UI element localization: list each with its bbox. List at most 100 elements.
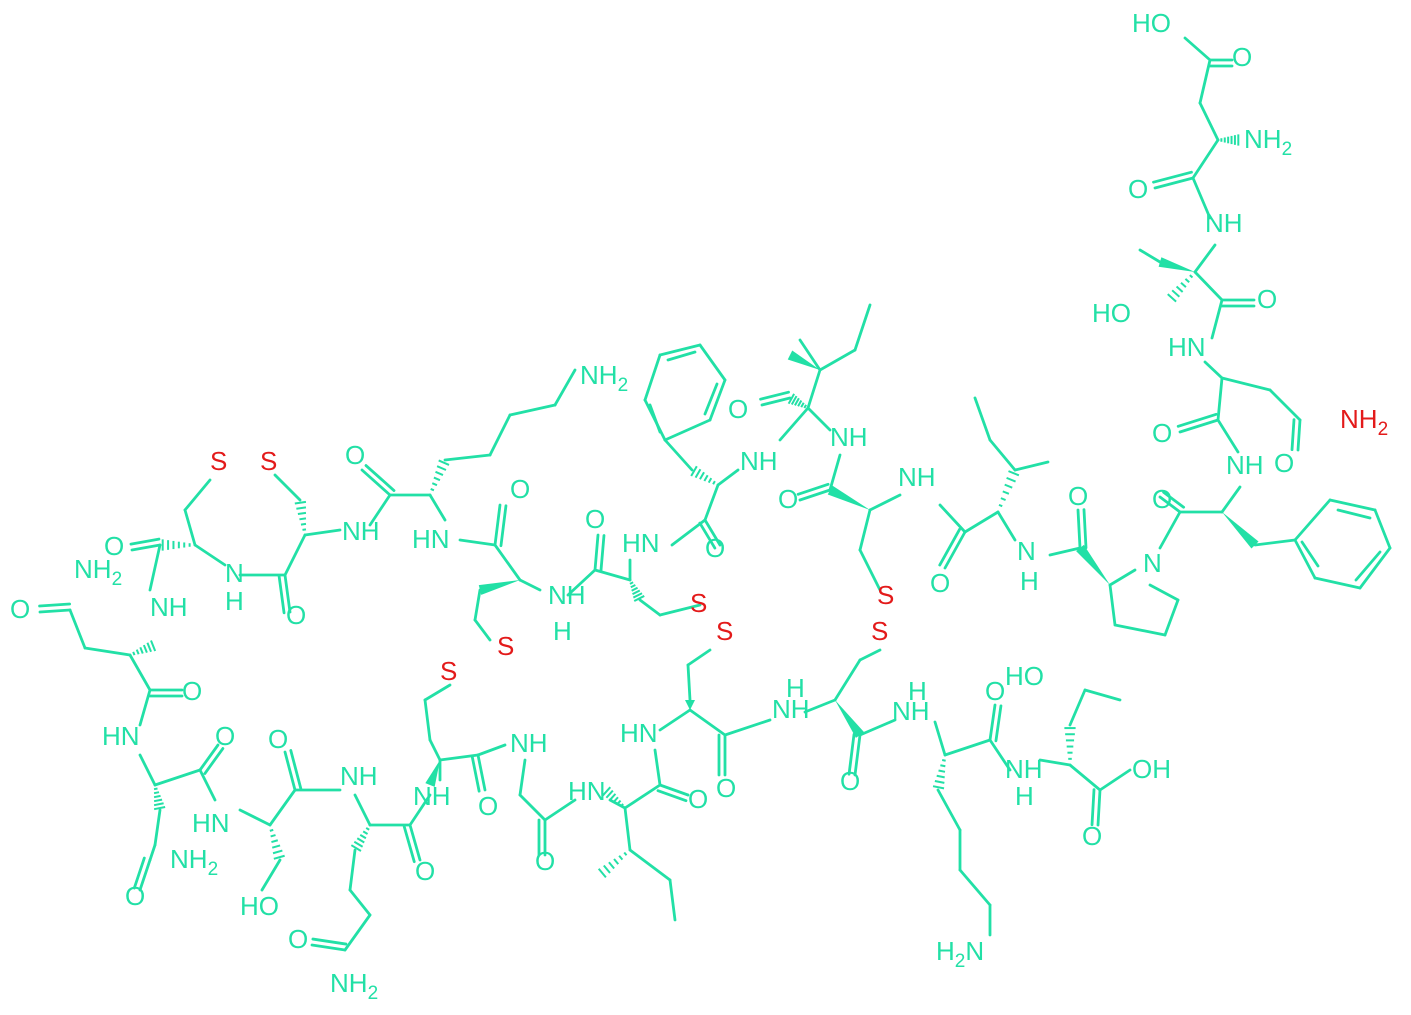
bond xyxy=(203,747,225,775)
bond xyxy=(723,718,772,737)
bond xyxy=(130,543,162,552)
bond xyxy=(408,793,432,827)
bond xyxy=(268,788,297,827)
atom-label-o: O xyxy=(478,791,498,821)
bond xyxy=(423,698,432,742)
hashed-bond xyxy=(362,830,369,835)
hashed-bond xyxy=(270,834,276,838)
bond xyxy=(868,493,902,512)
atom-label-o: O xyxy=(705,533,725,563)
wedge-bond xyxy=(1222,512,1259,549)
bond xyxy=(138,753,157,787)
bond xyxy=(1328,498,1377,512)
bond xyxy=(653,748,662,787)
hashed-bond xyxy=(941,759,946,762)
bond xyxy=(508,403,557,417)
bond xyxy=(364,464,396,492)
bond xyxy=(1163,598,1180,637)
atom-label-nh: NH xyxy=(150,592,188,622)
hashed-bond xyxy=(365,827,370,831)
hashed-bond xyxy=(631,586,639,592)
hashed-bond xyxy=(272,849,283,855)
hashed-bond xyxy=(269,828,274,832)
bond xyxy=(1358,546,1392,590)
bond xyxy=(798,338,822,372)
bond xyxy=(716,468,740,487)
bond xyxy=(458,538,497,547)
bond xyxy=(988,703,997,742)
hashed-bond xyxy=(150,640,157,652)
bond xyxy=(1193,270,1224,302)
hashed-bond xyxy=(633,595,645,602)
bond xyxy=(1198,58,1212,105)
bond xyxy=(428,738,442,762)
hashed-bond xyxy=(153,791,160,795)
bond xyxy=(553,368,577,407)
hashed-bond xyxy=(300,522,307,526)
hashed-bond xyxy=(299,517,307,521)
hashed-bond xyxy=(353,840,364,848)
atom-label-nh: NH xyxy=(1005,754,1043,784)
wedge-bond xyxy=(827,485,870,510)
atom-label-hn: HN xyxy=(192,808,230,838)
atom-label-o: O xyxy=(840,766,860,796)
bond xyxy=(938,503,967,534)
bond xyxy=(806,406,832,432)
sulfur-atom: S xyxy=(440,656,457,686)
hashed-bond xyxy=(694,468,702,479)
hashed-bond xyxy=(153,787,158,791)
atom-label-hn: HN xyxy=(412,524,450,554)
atom-label-h: H xyxy=(908,676,927,706)
atom-label-n: N xyxy=(1017,536,1036,566)
hashed-bond xyxy=(438,459,450,466)
hashed-bond xyxy=(790,395,798,406)
bond xyxy=(973,396,992,442)
hashed-bond xyxy=(1008,470,1020,477)
bond xyxy=(273,473,302,502)
bond xyxy=(1076,508,1082,550)
hashed-bond xyxy=(619,803,624,808)
bond xyxy=(518,793,547,822)
hashed-bond xyxy=(294,500,307,505)
stereo-wedges-layer xyxy=(132,134,1259,879)
bond xyxy=(1098,768,1132,792)
bond xyxy=(1068,763,1102,792)
bond xyxy=(853,303,872,352)
bond xyxy=(1216,418,1240,454)
atom-label-o: O xyxy=(1152,418,1172,448)
hashed-bond xyxy=(602,786,612,797)
hashed-bond xyxy=(803,404,807,409)
wedge-bond xyxy=(1076,544,1110,585)
sulfur-atom: S xyxy=(260,446,277,476)
bond xyxy=(238,808,272,827)
bond xyxy=(1216,376,1224,422)
bond xyxy=(198,743,220,772)
atom-label-o: O xyxy=(535,846,555,876)
hashed-bond xyxy=(350,844,362,852)
bond xyxy=(996,510,1017,542)
bond xyxy=(132,856,146,890)
bond xyxy=(686,648,712,667)
bond xyxy=(493,503,502,547)
bond xyxy=(1108,568,1137,587)
bond xyxy=(183,508,197,547)
bond xyxy=(1268,388,1302,422)
wedge-bond xyxy=(478,580,520,595)
atom-label-o: O xyxy=(585,504,605,534)
hashed-bond xyxy=(1189,274,1194,279)
bond xyxy=(833,658,862,702)
atom-label-o: O xyxy=(125,881,145,911)
bond xyxy=(1203,360,1224,380)
atom-label-n: N xyxy=(1143,548,1162,578)
bond xyxy=(858,508,872,552)
bond xyxy=(1108,583,1117,627)
bond xyxy=(1176,412,1218,428)
sulfur-atom: S xyxy=(716,616,733,646)
bond xyxy=(663,418,712,442)
bond xyxy=(260,858,282,892)
atom-label-nh: NH xyxy=(1205,208,1243,238)
atom-label-o: O xyxy=(286,600,306,630)
bond xyxy=(1220,485,1242,514)
hashed-bond xyxy=(632,589,641,596)
hashed-bond xyxy=(1006,476,1016,483)
